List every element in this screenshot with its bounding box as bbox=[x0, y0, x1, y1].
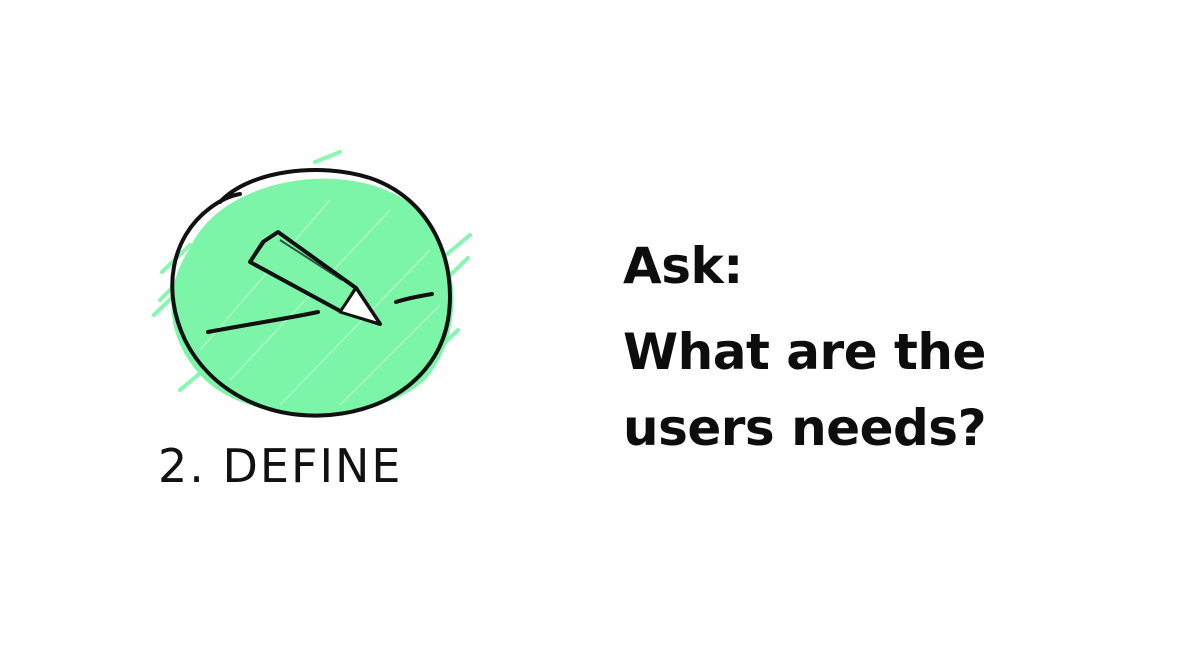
circle-outline bbox=[170, 168, 452, 418]
define-illustration: 2. DEFINE bbox=[140, 140, 480, 500]
ask-label: Ask: bbox=[623, 237, 743, 295]
pencil-icon bbox=[248, 230, 382, 326]
question-text: What are the users needs? bbox=[623, 314, 1143, 466]
question-line-2: users needs? bbox=[623, 399, 987, 457]
writing-line-tail bbox=[394, 292, 434, 304]
prompt-block: Ask: What are the users needs? bbox=[623, 234, 1143, 466]
question-line-1: What are the bbox=[623, 323, 986, 381]
define-sketch: 2. DEFINE bbox=[152, 150, 472, 493]
step-label: 2. DEFINE bbox=[158, 439, 403, 493]
writing-line bbox=[206, 310, 320, 334]
